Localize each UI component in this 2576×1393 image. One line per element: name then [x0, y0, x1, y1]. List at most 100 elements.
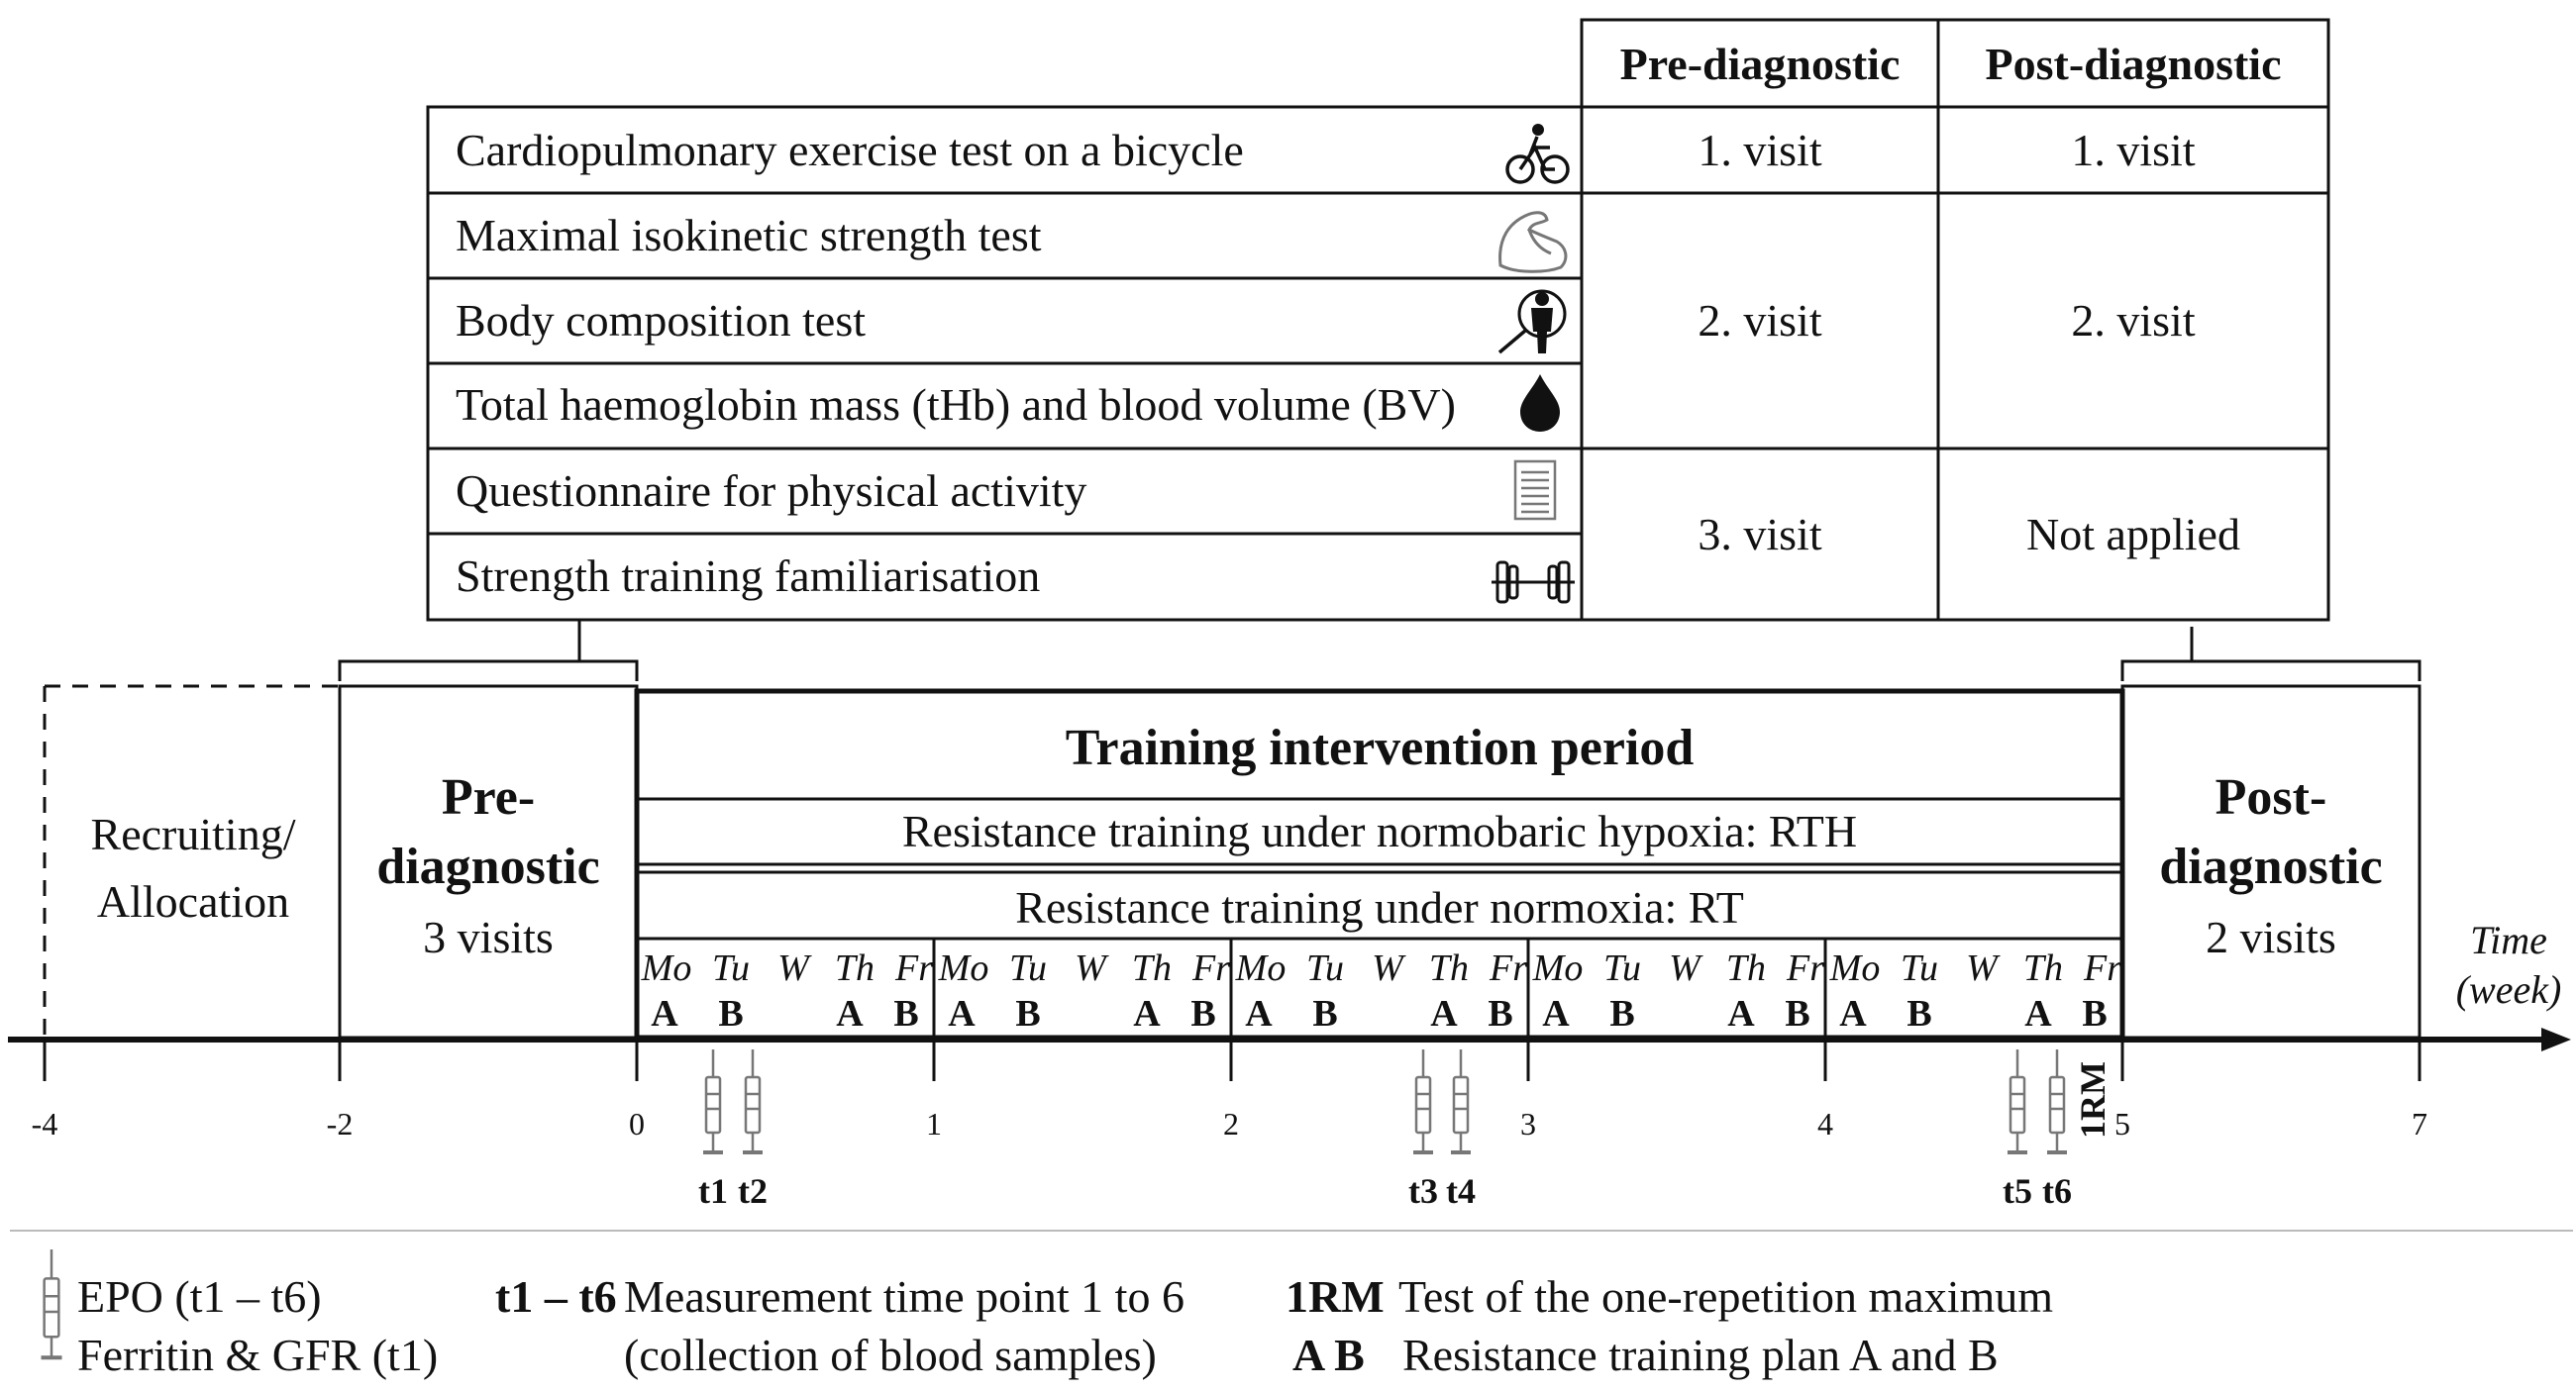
timepoint-label: t6 — [2042, 1171, 2072, 1211]
post-not-applied: Not applied — [2026, 509, 2240, 559]
rth-label: Resistance training under normobaric hyp… — [902, 806, 1857, 856]
post-visit-2: 2. visit — [2071, 295, 2195, 346]
tick-label: 7 — [2412, 1106, 2427, 1142]
training-period-title: Training intervention period — [1066, 720, 1695, 776]
day-label: Fr — [1489, 947, 1527, 989]
pre-diagnostic-visits: 3 visits — [423, 912, 554, 962]
syringe-icon — [703, 1049, 723, 1154]
tick-label: 4 — [1817, 1106, 1833, 1142]
plan-label: A — [2024, 993, 2052, 1035]
timepoint-label: t4 — [1446, 1171, 1476, 1211]
day-label: Mo — [1829, 947, 1881, 989]
legend-timepoint-desc-line1: Measurement time point 1 to 6 — [624, 1271, 1185, 1322]
axis-label-time: Time — [2470, 918, 2547, 962]
pre-diagnostic-title-line2: diagnostic — [376, 839, 599, 895]
day-label: W — [1966, 947, 2001, 989]
plan-label: B — [1015, 993, 1040, 1035]
one-rm-marker: 1RM — [2073, 1061, 2112, 1139]
legend-1rm-desc: Test of the one-repetition maximum — [1398, 1271, 2053, 1322]
plan-label: B — [1488, 993, 1512, 1035]
day-label: Th — [835, 947, 875, 989]
legend-ab-desc: Resistance training plan A and B — [1402, 1330, 1999, 1380]
plan-label: A — [1430, 993, 1458, 1035]
tick-label: -2 — [327, 1106, 354, 1142]
pre-visit-3: 3. visit — [1698, 509, 1821, 559]
plan-label: A — [1542, 993, 1570, 1035]
plan-label: A — [1133, 993, 1161, 1035]
bicycle-icon — [1505, 124, 1570, 184]
axis-label-week: (week) — [2456, 967, 2562, 1012]
legend-ab-key: A B — [1292, 1330, 1365, 1380]
syringe-icon — [41, 1249, 62, 1360]
tick-label: 3 — [1520, 1106, 1536, 1142]
plan-label: A — [651, 993, 678, 1035]
day-label: Tu — [712, 947, 750, 989]
day-label: Tu — [1306, 947, 1344, 989]
time-axis — [8, 1028, 2571, 1051]
plan-label: B — [1785, 993, 1809, 1035]
day-label: Tu — [1009, 947, 1047, 989]
day-label: Fr — [1786, 947, 1824, 989]
tick-label: -4 — [32, 1106, 58, 1142]
plan-label: B — [1312, 993, 1337, 1035]
day-label: Mo — [641, 947, 692, 989]
syringe-icon — [1413, 1049, 1433, 1154]
post-diagnostic-title-line1: Post- — [2215, 769, 2327, 826]
timepoint-label: t1 — [698, 1171, 728, 1211]
post-visit-1: 1. visit — [2071, 125, 2195, 175]
syringe-icon — [1451, 1049, 1471, 1154]
recruiting-box — [43, 684, 340, 1038]
row-label-body-composition: Body composition test — [456, 295, 866, 346]
plan-label: B — [2082, 993, 2107, 1035]
plan-label: A — [836, 993, 864, 1035]
legend-timepoint-key: t1 – t6 — [495, 1271, 617, 1322]
syringe-legend-icon — [41, 1249, 62, 1360]
pre-visit-1: 1. visit — [1698, 125, 1821, 175]
muscle-arm-icon — [1498, 211, 1568, 273]
plan-label: A — [1727, 993, 1755, 1035]
legend-ferritin: Ferritin & GFR (t1) — [77, 1330, 438, 1380]
pre-visit-2: 2. visit — [1698, 295, 1821, 346]
post-visit-column — [1936, 105, 2330, 622]
legend-epo: EPO (t1 – t6) — [77, 1271, 322, 1322]
plan-label: A — [1245, 993, 1273, 1035]
tick-label: 5 — [2114, 1106, 2130, 1142]
day-label: Th — [1429, 947, 1469, 989]
day-label: Fr — [894, 947, 933, 989]
day-label: Th — [1726, 947, 1766, 989]
day-label: Mo — [938, 947, 989, 989]
timepoint-label: t5 — [2003, 1171, 2032, 1211]
plan-label: A — [948, 993, 976, 1035]
rt-label: Resistance training under normoxia: RT — [1015, 882, 1744, 933]
header-pre-diagnostic: Pre-diagnostic — [1620, 39, 1901, 89]
document-icon — [1513, 459, 1557, 521]
header-post-diagnostic: Post-diagnostic — [1986, 39, 2282, 89]
legend-timepoint-desc-line2: (collection of blood samples) — [624, 1330, 1157, 1380]
row-label-isokinetic: Maximal isokinetic strength test — [456, 210, 1042, 260]
timepoint-label: t3 — [1408, 1171, 1438, 1211]
day-label: W — [1075, 947, 1109, 989]
body-scan-icon — [1497, 289, 1567, 354]
pre-diagnostic-title-line1: Pre- — [442, 769, 535, 826]
day-label: Fr — [1191, 947, 1230, 989]
tick-label: 0 — [629, 1106, 645, 1142]
plan-label: A — [1839, 993, 1867, 1035]
row-label-questionnaire: Questionnaire for physical activity — [456, 465, 1086, 516]
day-label: Mo — [1532, 947, 1584, 989]
day-label: Tu — [1603, 947, 1641, 989]
plan-label: B — [1190, 993, 1215, 1035]
day-label: Th — [2023, 947, 2063, 989]
day-label: Th — [1132, 947, 1172, 989]
recruiting-label-line1: Recruiting/ — [91, 809, 296, 859]
blood-drop-icon — [1520, 374, 1560, 432]
day-label: W — [1669, 947, 1703, 989]
day-label: Mo — [1235, 947, 1287, 989]
post-brace — [2120, 627, 2421, 681]
legend-1rm-key: 1RM — [1286, 1271, 1385, 1322]
plan-label: B — [893, 993, 918, 1035]
